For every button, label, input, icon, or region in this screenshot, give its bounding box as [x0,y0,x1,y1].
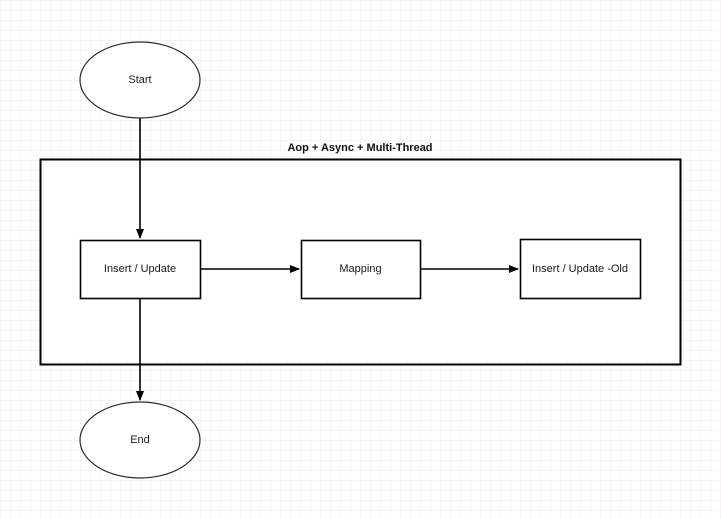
node-end-ellipse[interactable] [79,401,201,479]
node-insert-update-rect[interactable] [79,239,202,300]
group-title-label: Aop + Async + Multi-Thread [287,142,433,154]
node-insert-update-old-rect[interactable] [519,238,642,300]
node-start-ellipse[interactable] [79,41,201,119]
node-mapping-rect[interactable] [300,239,422,300]
